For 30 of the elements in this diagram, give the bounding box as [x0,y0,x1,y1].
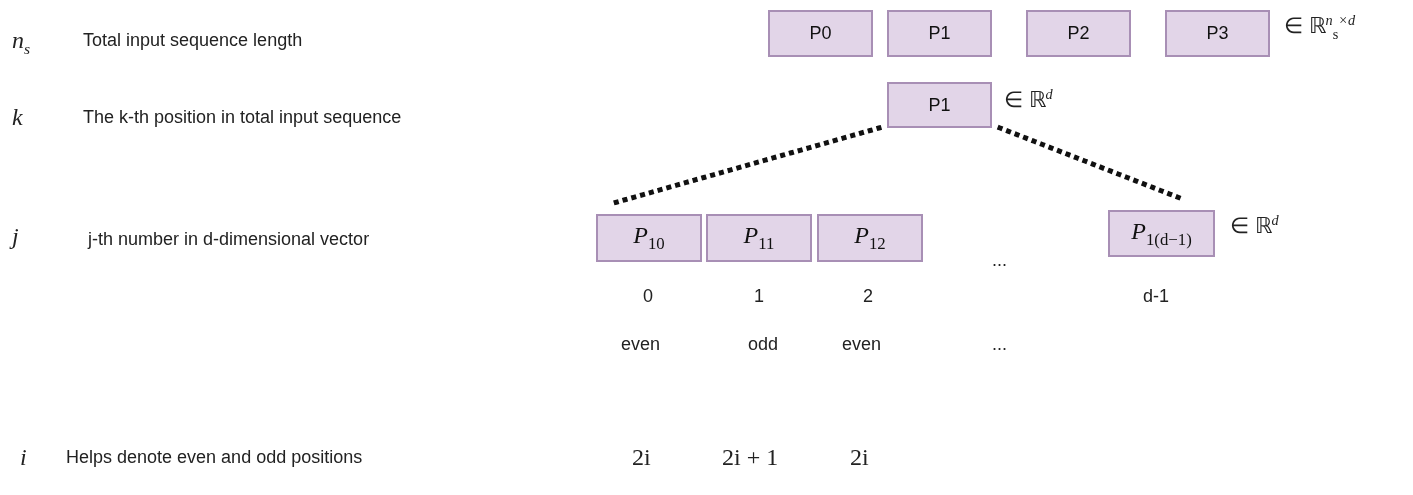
index-number: 2 [863,286,873,307]
vector-box: P1 [887,82,992,128]
parity-label: even [621,334,661,355]
variable-symbol: n$_{s}$ [12,27,31,58]
set-membership: ∈ ℝ$^{d}$ [1230,212,1279,240]
variable-symbol: i [20,444,27,471]
ellipsis: ... [992,250,1007,271]
definition-text: Total input sequence length [83,30,303,51]
index-number: d-1 [1143,286,1169,307]
set-membership: ∈ ℝ$^{d}$ [1004,86,1053,114]
vector-box: P$_{11}$ [706,214,812,262]
parity-label: even [842,334,882,355]
vector-box: P$_{1(d−1)}$ [1108,210,1215,257]
index-expression: 2i + 1 [722,444,779,471]
ellipsis: ... [992,334,1007,355]
variable-symbol: k [12,104,23,131]
vector-box: P0 [768,10,873,57]
vector-box: P$_{12}$ [817,214,923,262]
index-expression: 2i [632,444,651,471]
vector-box: P3 [1165,10,1270,57]
index-expression: 2i [850,444,869,471]
index-number: 1 [754,286,764,307]
definition-text: Helps denote even and odd positions [66,447,363,468]
index-number: 0 [643,286,653,307]
vector-box: P$_{10}$ [596,214,702,262]
vector-box: P1 [887,10,992,57]
vector-box: P2 [1026,10,1131,57]
definition-text: j-th number in d-dimensional vector [88,229,370,250]
definition-text: The k-th position in total input sequence [83,107,402,128]
parity-label: odd [748,334,779,355]
